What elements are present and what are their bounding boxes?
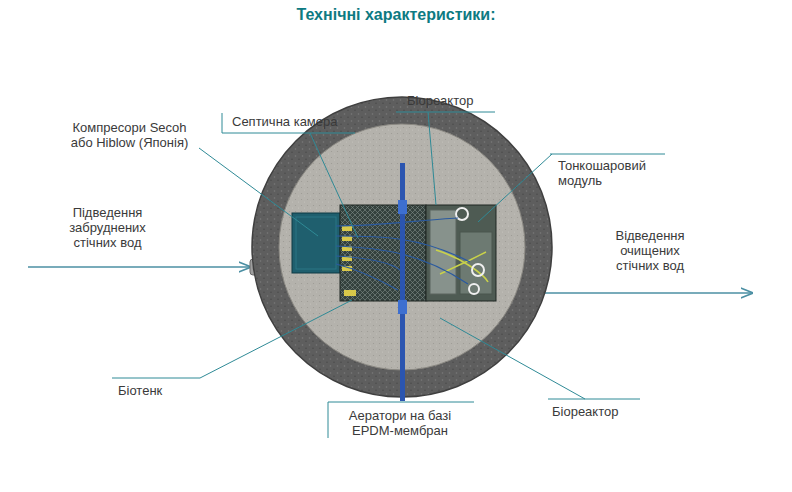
- air-line: [336, 218, 458, 226]
- part-label: Компресори Secoh або Hiblow (Японія): [63, 120, 196, 150]
- part-label: Септична камера: [232, 114, 338, 129]
- title-holder: Технічні характеристики:: [0, 6, 792, 24]
- label-holder: Біотенк: [118, 383, 162, 398]
- leader-line: [112, 300, 352, 378]
- valve: [342, 236, 352, 241]
- compressor-frame: [296, 217, 336, 269]
- part-label: Відведення очищених стічних вод: [600, 228, 700, 273]
- inflow-arrow: [28, 266, 250, 267]
- label-holder: Аератори на базі EPDM-мембран: [335, 408, 465, 438]
- airlift: [469, 284, 479, 294]
- outflow-arrow: [538, 292, 752, 293]
- leader-line: [440, 318, 640, 399]
- airlift: [472, 264, 484, 276]
- aerator-rod: [400, 163, 405, 401]
- label-holder: Біореактор: [407, 93, 473, 108]
- leader-line: [328, 402, 474, 438]
- label-holder: Відведення очищених стічних вод: [600, 228, 700, 273]
- label-holder: Біореактор: [552, 404, 618, 419]
- part-label: Підведення забруднених стічних вод: [60, 205, 155, 250]
- label-holder: Септична камера: [232, 114, 338, 129]
- label-holder: Тонкошаровий модуль: [558, 158, 668, 188]
- part-label: Аератори на базі EPDM-мембран: [335, 408, 465, 438]
- title: Технічні характеристики:: [0, 6, 792, 24]
- valve: [344, 290, 356, 296]
- pipe: [436, 250, 488, 282]
- air-line: [336, 264, 398, 290]
- aerator-membrane: [398, 300, 407, 314]
- valve: [342, 226, 352, 231]
- label-holder: Компресори Secoh або Hiblow (Японія): [63, 120, 196, 150]
- label-holder: Підведення забруднених стічних вод: [60, 205, 155, 250]
- part-label: Біотенк: [118, 383, 162, 398]
- leader-line: [222, 113, 358, 238]
- leader-line: [396, 112, 495, 205]
- pipe: [440, 252, 486, 274]
- part-label: Біореактор: [407, 93, 473, 108]
- septic-chamber: [340, 205, 426, 301]
- part-label: Біореактор: [552, 404, 618, 419]
- aerator-membrane: [398, 200, 407, 214]
- leader-line: [199, 148, 318, 236]
- air-line: [336, 256, 400, 270]
- part-label: Тонкошаровий модуль: [558, 158, 668, 188]
